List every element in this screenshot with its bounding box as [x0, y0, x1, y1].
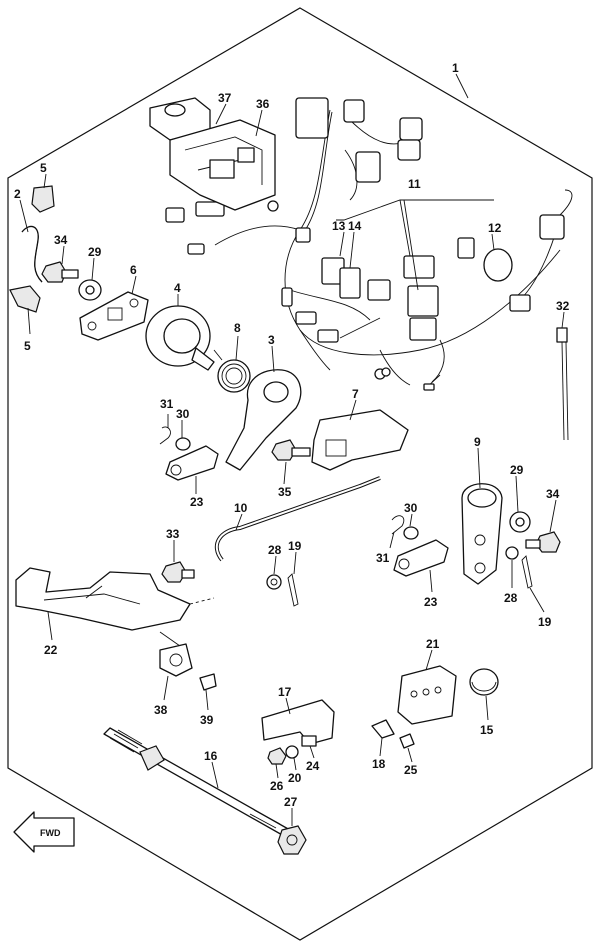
plate-6: [79, 291, 149, 341]
callout-29-left: 29: [88, 245, 102, 259]
callouts: 1 2 5 5 34 29 6 4 8 3 7 9 10 31 30 23 35…: [14, 61, 570, 809]
pin-31-right: [391, 515, 405, 535]
hose-2: [21, 225, 43, 283]
arm-9: [461, 483, 503, 585]
leader-lines: [19, 73, 565, 826]
callout-33: 33: [166, 527, 180, 541]
callout-12: 12: [488, 221, 502, 235]
callout-39: 39: [200, 713, 214, 727]
assembly-frame: [7, 7, 593, 941]
clamp-18: [371, 719, 395, 739]
bolt-34-left: [41, 261, 79, 283]
callout-19-right: 19: [538, 615, 552, 629]
callout-34-right: 34: [546, 487, 560, 501]
callout-31-left: 31: [160, 397, 174, 411]
callout-24: 24: [306, 759, 320, 773]
callout-28-right: 28: [504, 591, 518, 605]
callout-29-right: 29: [510, 463, 524, 477]
callout-1: 1: [452, 61, 459, 75]
callout-11: 11: [408, 177, 421, 191]
callout-36: 36: [256, 97, 270, 111]
link-23-right: [393, 539, 449, 577]
callout-10: 10: [234, 501, 248, 515]
callout-17: 17: [278, 685, 292, 699]
pin-31-left: [159, 426, 171, 445]
bolt-33: [161, 561, 195, 583]
callout-35: 35: [278, 485, 292, 499]
knob-38: [159, 643, 193, 677]
arm-3: [225, 369, 302, 471]
pad-21: [397, 665, 457, 725]
nut-27: [277, 825, 307, 855]
washer-28-right: [505, 546, 519, 560]
washer-29-left: [78, 279, 102, 301]
nut-26: [267, 747, 287, 765]
callout-38: 38: [154, 703, 168, 717]
callout-23-right: 23: [424, 595, 438, 609]
screw-25: [399, 733, 415, 749]
callout-19-mid: 19: [288, 539, 302, 553]
shaft-16: [103, 727, 291, 837]
callout-34-left: 34: [54, 233, 68, 247]
callout-28-mid: 28: [268, 543, 282, 557]
pin-19-mid: [287, 573, 299, 607]
callout-30-left: 30: [176, 407, 190, 421]
callout-18: 18: [372, 757, 386, 771]
callout-14: 14: [348, 219, 362, 233]
fwd-arrow: FWD: [13, 811, 75, 853]
washer-28-mid: [266, 574, 282, 590]
callout-23-left: 23: [190, 495, 204, 509]
callout-20: 20: [288, 771, 302, 785]
callout-16: 16: [204, 749, 218, 763]
callout-22: 22: [44, 643, 58, 657]
washer-30-left: [175, 437, 191, 451]
callout-31-right: 31: [376, 551, 390, 565]
callout-13: 13: [332, 219, 346, 233]
clip-5-top: [31, 185, 55, 213]
bracket-7: [311, 409, 409, 471]
callout-4: 4: [174, 281, 181, 295]
clip-5-bottom: [9, 285, 41, 313]
callout-2: 2: [14, 187, 21, 201]
link-23-left: [165, 445, 219, 481]
callout-3: 3: [268, 333, 275, 347]
bolt-24: [301, 735, 317, 747]
callout-5-bottom: 5: [24, 339, 31, 353]
washer-20: [285, 745, 299, 759]
callout-21: 21: [426, 637, 440, 651]
bracket-17: [261, 699, 335, 745]
callout-30-right: 30: [404, 501, 418, 515]
spring-8: [213, 349, 251, 393]
callout-5-top: 5: [40, 161, 47, 175]
callout-15: 15: [480, 723, 494, 737]
cap-15: [469, 668, 499, 696]
callout-25: 25: [404, 763, 418, 777]
cable-tie-32: [556, 327, 569, 441]
callout-37: 37: [218, 91, 232, 105]
callout-6: 6: [130, 263, 137, 277]
callout-26: 26: [270, 779, 284, 793]
callout-32: 32: [556, 299, 570, 313]
bolt-35: [271, 439, 311, 461]
bolt-34-right: [525, 531, 561, 553]
cam-4: [145, 305, 215, 371]
callout-9: 9: [474, 435, 481, 449]
plug-39: [199, 673, 217, 691]
fwd-label: FWD: [40, 828, 61, 838]
washer-30-right: [403, 526, 419, 540]
callout-27: 27: [284, 795, 298, 809]
wiring-harness: [165, 97, 573, 391]
bracket-22: [15, 567, 215, 647]
pin-19-right: [521, 555, 533, 589]
callout-7: 7: [352, 387, 359, 401]
callout-8: 8: [234, 321, 241, 335]
cover-bracket: [149, 97, 276, 211]
